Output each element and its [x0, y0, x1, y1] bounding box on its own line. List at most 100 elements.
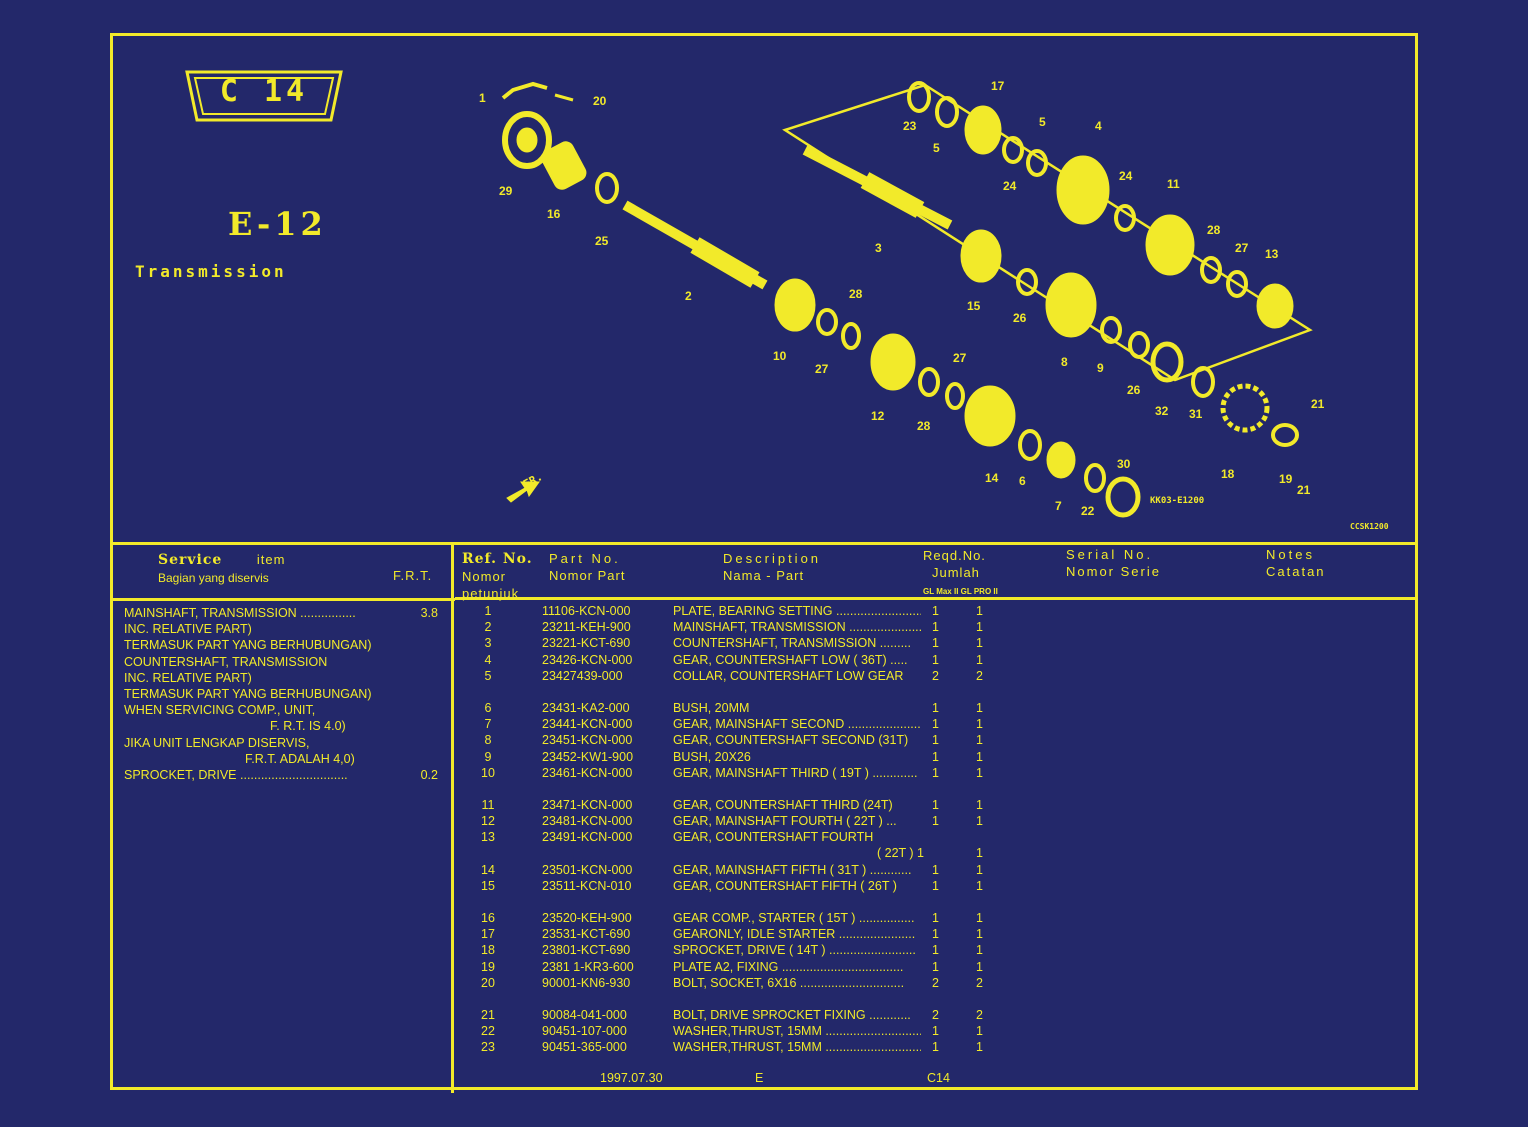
svg-text:9: 9: [1097, 361, 1104, 375]
svg-text:8: 8: [1061, 355, 1068, 369]
description-cell: ( 22T ) 1: [877, 846, 925, 861]
part-number-cell: 23431-KA2-000: [542, 700, 630, 715]
list-item: TERMASUK PART YANG BERHUBUNGAN): [124, 638, 372, 653]
footer-page: C14: [927, 1071, 950, 1085]
notes-header: Notes Catatan: [1266, 547, 1326, 579]
ref-cell: 13: [481, 830, 495, 845]
svg-text:14: 14: [985, 471, 999, 485]
list-item: INC. RELATIVE PART): [124, 622, 252, 637]
list-item: INC. RELATIVE PART): [124, 670, 252, 685]
qty-glpro-cell: 1: [976, 700, 983, 715]
qty-glmax-cell: 1: [932, 765, 939, 780]
description-cell: GEAR, COUNTERSHAFT THIRD (24T): [673, 797, 893, 812]
qty-glpro-cell: 1: [976, 943, 983, 958]
qty-glmax-cell: 1: [932, 717, 939, 732]
part-number-cell: 23451-KCN-000: [542, 733, 633, 748]
ref-cell: 14: [481, 862, 495, 877]
qty-glpro-cell: 1: [976, 814, 983, 829]
qty-glpro-cell: 1: [976, 1024, 983, 1039]
qty-glpro-cell: 1: [976, 733, 983, 748]
frt-header: F.R.T.: [393, 568, 433, 583]
countershaft-group-outline: [782, 83, 1313, 382]
part-number-cell: 23501-KCN-000: [542, 862, 633, 877]
qty-glmax-cell: 1: [932, 1040, 939, 1055]
serial-header: Serial No. Nomor Serie: [1066, 547, 1161, 579]
ref-cell: 15: [481, 878, 495, 893]
svg-text:24: 24: [1003, 179, 1017, 193]
description-header: Description Nama - Part: [723, 551, 822, 583]
svg-text:15: 15: [967, 299, 981, 313]
qty-glmax-cell: 1: [932, 620, 939, 635]
divider-top: [110, 542, 1418, 545]
qty-glmax-cell: 1: [932, 652, 939, 667]
svg-text:2: 2: [685, 289, 692, 303]
svg-text:27: 27: [815, 362, 829, 376]
list-item: MAINSHAFT, TRANSMISSION ................…: [124, 606, 438, 620]
ref-cell: 18: [481, 943, 495, 958]
qty-glmax-cell: 1: [932, 911, 939, 925]
footer-date: 1997.07.30: [600, 1071, 663, 1085]
svg-text:13: 13: [1265, 247, 1279, 261]
page-badge: C 14: [219, 74, 309, 109]
description-cell: COUNTERSHAFT, TRANSMISSION .........: [673, 636, 911, 651]
qty-glmax-cell: 1: [932, 943, 939, 958]
ref-cell: 11: [481, 797, 495, 812]
qty-glpro-cell: 1: [976, 959, 983, 974]
svg-text:1: 1: [479, 91, 486, 105]
qty-header: Reqd.No. Jumlah GL Max II GL PRO II: [923, 548, 998, 596]
qty-glpro-cell: 1: [976, 797, 983, 812]
ref-cell: 5: [484, 668, 492, 683]
part-no-header: Part No. Nomor Part: [549, 551, 626, 583]
svg-text:29: 29: [499, 184, 513, 198]
ref-cell: 19: [481, 959, 495, 974]
parts-header-rule: [455, 597, 1418, 600]
ref-cell: 23: [481, 1040, 495, 1055]
service-head-item: item: [256, 552, 286, 567]
qty-glmax-cell: 1: [932, 749, 939, 764]
page-badge-frame: [185, 70, 343, 122]
description-cell: GEAR, COUNTERSHAFT FOURTH: [673, 830, 874, 845]
svg-text:19: 19: [1279, 472, 1293, 486]
description-cell: GEAR, COUNTERSHAFT LOW ( 36T) .....: [673, 652, 908, 667]
part-number-cell: 23511-KCN-010: [542, 878, 632, 893]
qty-glpro-cell: 1: [976, 846, 983, 861]
qty-glmax-cell: 1: [932, 959, 939, 974]
list-item: SPROCKET, DRIVE ........................…: [124, 767, 438, 782]
list-item: COUNTERSHAFT, TRANSMISSION: [124, 654, 328, 669]
svg-text:28: 28: [1207, 223, 1221, 237]
description-cell: GEAR, MAINSHAFT SECOND .................…: [673, 717, 921, 732]
service-header-rule: [110, 598, 455, 601]
qty-glmax-cell: 2: [932, 1007, 939, 1022]
part-number-cell: 23452-KW1-900: [542, 749, 634, 764]
part-number-cell: 23427439-000: [542, 668, 623, 683]
svg-text:26: 26: [1127, 383, 1141, 397]
description-cell: GEAR, COUNTERSHAFT SECOND (31T): [673, 733, 909, 748]
qty-glmax-cell: 1: [932, 797, 939, 812]
list-item: F. R.T. IS 4.0): [270, 719, 346, 734]
svg-text:7: 7: [1055, 499, 1062, 513]
diagram-code-2: CCSK1200: [1350, 522, 1389, 531]
svg-text:5: 5: [1039, 115, 1046, 129]
part-number-cell: 90451-365-000: [542, 1040, 627, 1055]
svg-text:12: 12: [871, 409, 885, 423]
ref-cell: 7: [484, 717, 492, 732]
list-item: F.R.T. ADALAH 4,0): [245, 751, 355, 766]
qty-glpro-cell: 1: [976, 1040, 983, 1055]
svg-text:27: 27: [1235, 241, 1249, 255]
qty-glpro-cell: 1: [976, 765, 983, 780]
qty-glmax-cell: 1: [932, 733, 939, 748]
ref-cell: 10: [481, 765, 495, 780]
qty-glpro-cell: 1: [976, 878, 983, 893]
part-number-cell: 90451-107-000: [542, 1024, 627, 1039]
svg-text:4: 4: [1095, 119, 1102, 133]
description-cell: WASHER,THRUST, 15MM ....................…: [673, 1024, 921, 1039]
qty-glmax-cell: 2: [932, 668, 939, 683]
svg-text:31: 31: [1189, 407, 1203, 421]
svg-text:28: 28: [849, 287, 863, 301]
svg-text:28: 28: [917, 419, 931, 433]
qty-glpro-cell: 1: [976, 862, 983, 877]
svg-text:21: 21: [1311, 397, 1325, 411]
svg-text:18: 18: [1221, 467, 1235, 481]
qty-glmax-cell: 2: [932, 975, 939, 990]
